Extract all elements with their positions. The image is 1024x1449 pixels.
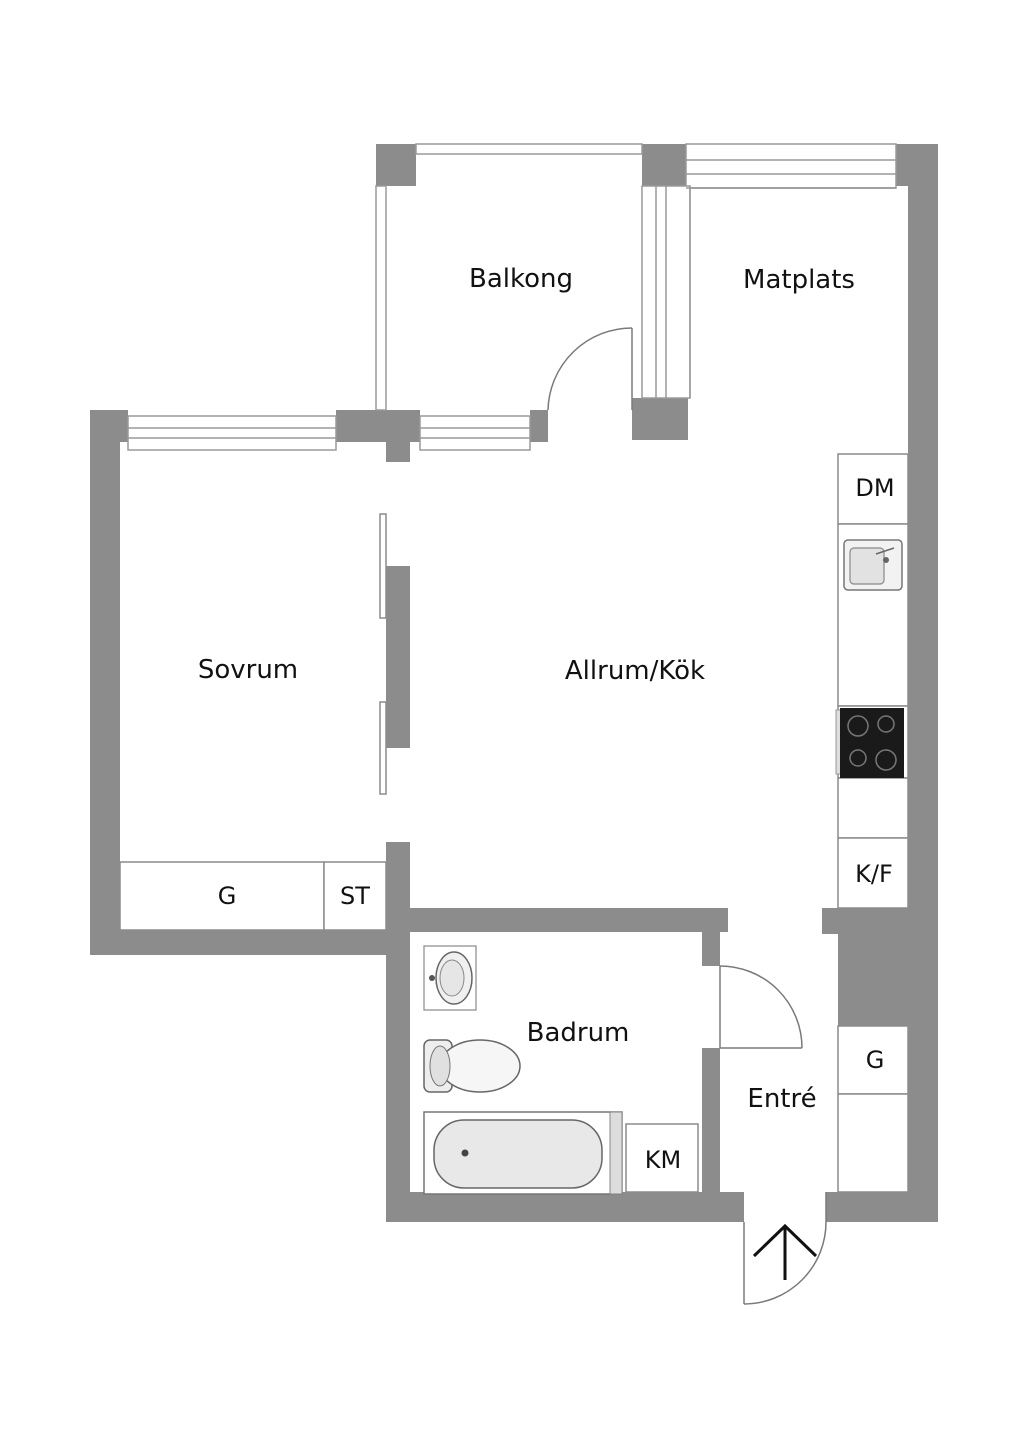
fixture-label-km: KM [645,1146,681,1174]
bedroom-storage [119,861,387,931]
fixture-label-kf: K/F [855,860,893,888]
entry-storage [837,1025,909,1193]
washing-machine-box [625,1123,699,1193]
sink-icon [843,539,903,591]
room-label-allrum-kok: Allrum/Kök [565,656,705,686]
sliding-partition [379,513,387,795]
stove-icon [835,708,904,778]
room-label-sovrum: Sovrum [198,655,298,685]
kitchen-counter [837,453,909,909]
fixture-label-st: ST [340,882,370,910]
room-label-matplats: Matplats [743,265,855,295]
walls [90,144,938,1222]
room-label-entre: Entré [747,1084,816,1114]
fixture-label-g-bedroom: G [218,882,237,910]
doors [547,327,827,1305]
fixture-label-g-entry: G [866,1046,885,1074]
washbasin-icon [423,945,477,1011]
bathtub-icon [423,1111,623,1195]
entry-arrow-icon [752,1223,818,1280]
fixture-labels: DM K/F G ST G KM [218,474,895,1174]
toilet-icon [423,1039,521,1093]
room-labels: Balkong Matplats Sovrum Allrum/Kök Badru… [198,264,855,1114]
windows [127,143,897,451]
room-label-badrum: Badrum [527,1018,630,1048]
fixture-label-dm: DM [855,474,894,502]
room-label-balkong: Balkong [469,264,573,294]
